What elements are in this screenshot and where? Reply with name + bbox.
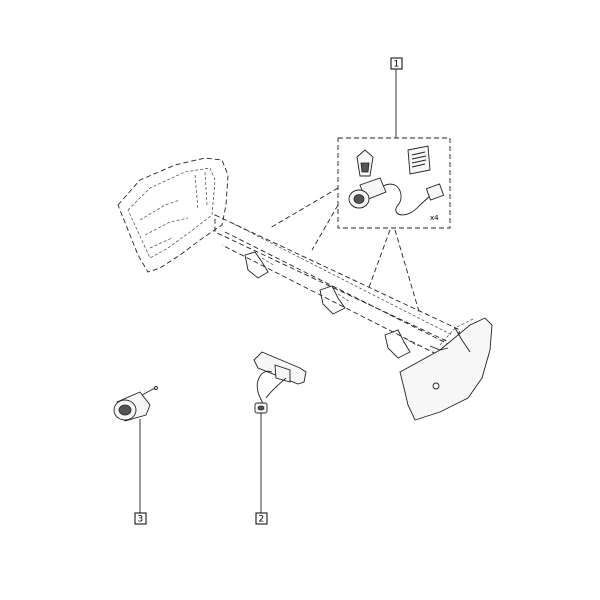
callout-1-label: 1	[394, 60, 400, 70]
sensor-harness-part	[253, 351, 307, 513]
parking-sensor-part	[113, 386, 158, 513]
callout-3-label: 3	[138, 515, 144, 525]
kit-dashed-frame	[337, 137, 451, 229]
rear-bumper-assembly	[117, 157, 493, 421]
kit-leader-lines	[269, 187, 421, 316]
kit-quantity-label: x4	[430, 214, 439, 222]
sensor-kit-group: x4	[337, 137, 451, 229]
instruction-booklet-icon	[407, 145, 431, 175]
callout-2: 2	[255, 512, 268, 525]
callout-1: 1	[390, 57, 403, 138]
sensor-with-harness-icon	[348, 177, 445, 216]
fastener-bag-icon	[356, 149, 374, 177]
callout-2-label: 2	[259, 515, 265, 525]
callout-3: 3	[134, 512, 147, 525]
